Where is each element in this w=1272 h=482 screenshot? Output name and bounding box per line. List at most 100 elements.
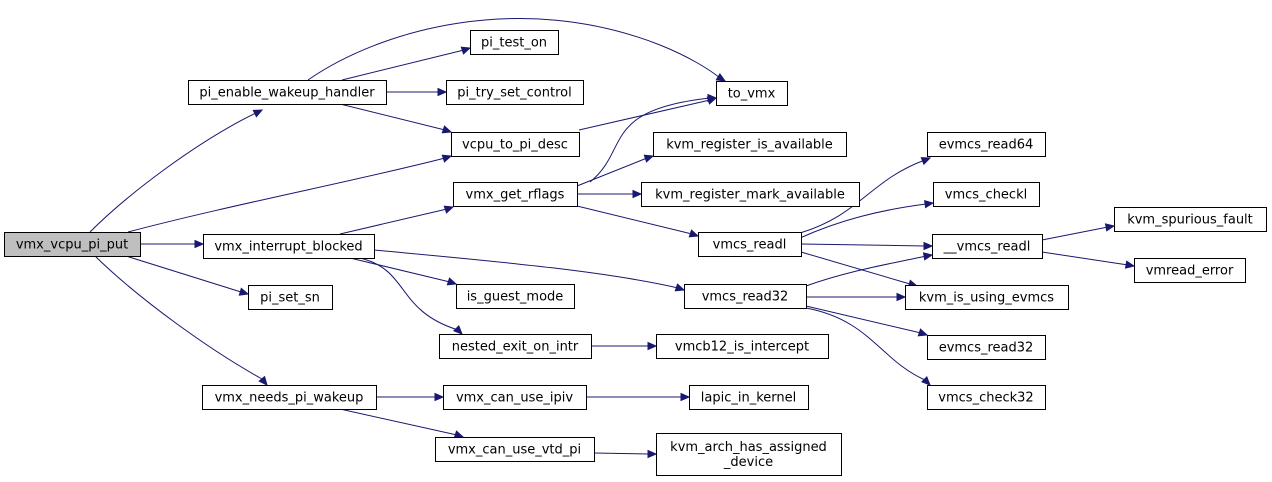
edge-vmx_get_rflags-to-kvm_register_mark_available bbox=[577, 189, 643, 199]
node-label: kvm_register_is_available bbox=[666, 138, 833, 153]
node-box bbox=[653, 132, 847, 157]
edge-vmx_interrupt_blocked-to-vmx_get_rflags bbox=[339, 205, 455, 235]
edge-vmcs_read32-to-kvm_is_using_evmcs bbox=[806, 292, 907, 302]
node-box bbox=[716, 81, 788, 106]
node-vmcs-readl[interactable]: vmcs_readl bbox=[698, 232, 802, 257]
node-pi-enable-wakeup-handler[interactable]: pi_enable_wakeup_handler bbox=[188, 80, 387, 105]
node-label: pi_set_sn bbox=[260, 291, 320, 306]
node-box bbox=[698, 232, 802, 257]
edge-vmx_get_rflags-to-to_vmx bbox=[589, 93, 718, 183]
node-label: vmx_get_rflags bbox=[466, 188, 565, 203]
node-nested-exit-on-intr[interactable]: nested_exit_on_intr bbox=[439, 334, 592, 359]
node-vmcs-checkl[interactable]: vmcs_checkl bbox=[933, 182, 1040, 207]
edge-line bbox=[800, 243, 926, 247]
edge-vmx_get_rflags-to-kvm_register_is_available bbox=[576, 154, 655, 187]
node-pi-try-set-control[interactable]: pi_try_set_control bbox=[446, 80, 584, 105]
node-label: evmcs_read32 bbox=[939, 341, 1034, 356]
node-vmx-get-rflags[interactable]: vmx_get_rflags bbox=[453, 182, 578, 207]
node-label: vmread_error bbox=[1146, 264, 1234, 279]
edge-line bbox=[349, 257, 451, 283]
node-kvm-register-mark-available[interactable]: kvm_register_mark_available bbox=[641, 182, 860, 207]
node-kvm-register-is-available[interactable]: kvm_register_is_available bbox=[653, 132, 847, 157]
node-label: __vmcs_readl bbox=[943, 240, 1031, 255]
node-vmx-can-use-ipiv[interactable]: vmx_can_use_ipiv bbox=[443, 385, 587, 410]
node-pi-test-on[interactable]: pi_test_on bbox=[470, 30, 559, 55]
node-vmx-needs-pi-wakeup[interactable]: vmx_needs_pi_wakeup bbox=[202, 385, 377, 410]
arrowhead-icon bbox=[441, 154, 453, 163]
node-box bbox=[248, 285, 333, 310]
node-label: lapic_in_kernel bbox=[701, 391, 796, 406]
edges-layer bbox=[89, 18, 1136, 459]
edge-line bbox=[307, 18, 721, 81]
edge-line bbox=[1041, 251, 1129, 266]
arrowhead-icon bbox=[1104, 223, 1116, 232]
node-label: pi_try_set_control bbox=[457, 86, 571, 101]
edge-vmx_interrupt_blocked-to-vmcs_read32 bbox=[373, 249, 686, 292]
edge-vmx_get_rflags-to-vmcs_readl bbox=[576, 205, 700, 238]
node-vmx-can-use-vtd-pi[interactable]: vmx_can_use_vtd_pi bbox=[435, 437, 595, 462]
node-box bbox=[641, 182, 860, 207]
node-box bbox=[905, 285, 1069, 310]
arrowhead-icon bbox=[921, 376, 931, 386]
edge-vmx_vcpu_pi_put-to-vmx_interrupt_blocked bbox=[140, 239, 205, 249]
arrowhead-icon bbox=[923, 241, 934, 251]
node-vmcs-check32[interactable]: vmcs_check32 bbox=[927, 385, 1046, 410]
node-vcpu-to-pi-desc[interactable]: vcpu_to_pi_desc bbox=[451, 132, 580, 157]
edge-line bbox=[805, 307, 926, 381]
node-vmx-interrupt-blocked[interactable]: vmx_interrupt_blocked bbox=[203, 234, 375, 259]
node-evmcs-read64[interactable]: evmcs_read64 bbox=[927, 132, 1046, 157]
edge-vmx_vcpu_pi_put-to-vmx_needs_pi_wakeup bbox=[94, 255, 268, 386]
node-label: vmcs_read32 bbox=[702, 290, 789, 305]
node-evmcs-read32[interactable]: evmcs_read32 bbox=[927, 335, 1046, 360]
edge-vmcs_readl-to-__vmcs_readl bbox=[800, 241, 934, 251]
arrowhead-icon bbox=[680, 392, 691, 402]
node-vmcb12-is-intercept[interactable]: vmcb12_is_intercept bbox=[656, 334, 829, 359]
edge-line bbox=[800, 251, 911, 285]
arrowhead-icon bbox=[707, 93, 718, 103]
arrowhead-icon bbox=[460, 46, 472, 55]
node-label: vmx_needs_pi_wakeup bbox=[215, 391, 364, 406]
edge-vmx_vcpu_pi_put-to-vcpu_to_pi_desc bbox=[127, 154, 453, 233]
node-to-vmx[interactable]: to_vmx bbox=[716, 81, 788, 106]
edge-__vmcs_readl-to-vmread_error bbox=[1041, 251, 1136, 269]
node-label: vmcs_readl bbox=[713, 238, 787, 253]
edge-line bbox=[805, 255, 927, 287]
node-label: kvm_register_mark_available bbox=[655, 188, 845, 203]
node-label: kvm_spurious_fault bbox=[1127, 213, 1253, 228]
arrowhead-icon bbox=[647, 341, 658, 351]
edge-line bbox=[576, 205, 693, 235]
node-vmcs-read32[interactable]: vmcs_read32 bbox=[684, 284, 807, 309]
node---vmcs-readl[interactable]: __vmcs_readl bbox=[932, 234, 1043, 259]
edge-pi_enable_wakeup_handler-to-to_vmx bbox=[307, 18, 727, 82]
arrowhead-icon bbox=[643, 154, 655, 163]
edge-line bbox=[799, 159, 926, 234]
edge-line bbox=[339, 103, 446, 131]
edge-vmx_interrupt_blocked-to-is_guest_mode bbox=[349, 257, 458, 286]
node-box bbox=[435, 437, 595, 462]
node-box bbox=[932, 234, 1043, 259]
nodes-layer: vmx_vcpu_pi_put pi_enable_wakeup_handlerv… bbox=[4, 30, 1267, 476]
arrowhead-icon bbox=[443, 205, 455, 214]
node-box bbox=[4, 232, 141, 257]
node-kvm-spurious-fault[interactable]: kvm_spurious_fault bbox=[1114, 207, 1267, 232]
node-kvm-is-using-evmcs[interactable]: kvm_is_using_evmcs bbox=[905, 285, 1069, 310]
node-box bbox=[451, 132, 580, 157]
node-pi-set-sn[interactable]: pi_set_sn bbox=[248, 285, 333, 310]
edge-vmx_vcpu_pi_put-to-pi_set_sn bbox=[125, 255, 250, 296]
edge-line bbox=[89, 112, 257, 233]
edge-line bbox=[125, 255, 242, 293]
arrowhead-icon bbox=[446, 277, 458, 286]
node-label: pi_test_on bbox=[481, 36, 547, 51]
node-lapic-in-kernel[interactable]: lapic_in_kernel bbox=[689, 385, 809, 410]
node-box bbox=[927, 335, 1046, 360]
edge-vmx_vcpu_pi_put-to-pi_enable_wakeup_handler bbox=[89, 109, 264, 233]
node-box bbox=[443, 385, 587, 410]
node-vmx-vcpu-pi-put[interactable]: vmx_vcpu_pi_put bbox=[4, 232, 141, 257]
node-kvm-arch-has-assigned-device[interactable]: kvm_arch_has_assigned_device bbox=[656, 433, 842, 476]
arrowhead-icon bbox=[238, 287, 250, 296]
node-vmread-error[interactable]: vmread_error bbox=[1134, 258, 1246, 283]
node-is-guest-mode[interactable]: is_guest_mode bbox=[456, 284, 575, 309]
node-label: vmcb12_is_intercept bbox=[675, 340, 809, 355]
arrowhead-icon bbox=[647, 449, 658, 459]
edge-line bbox=[359, 257, 459, 331]
